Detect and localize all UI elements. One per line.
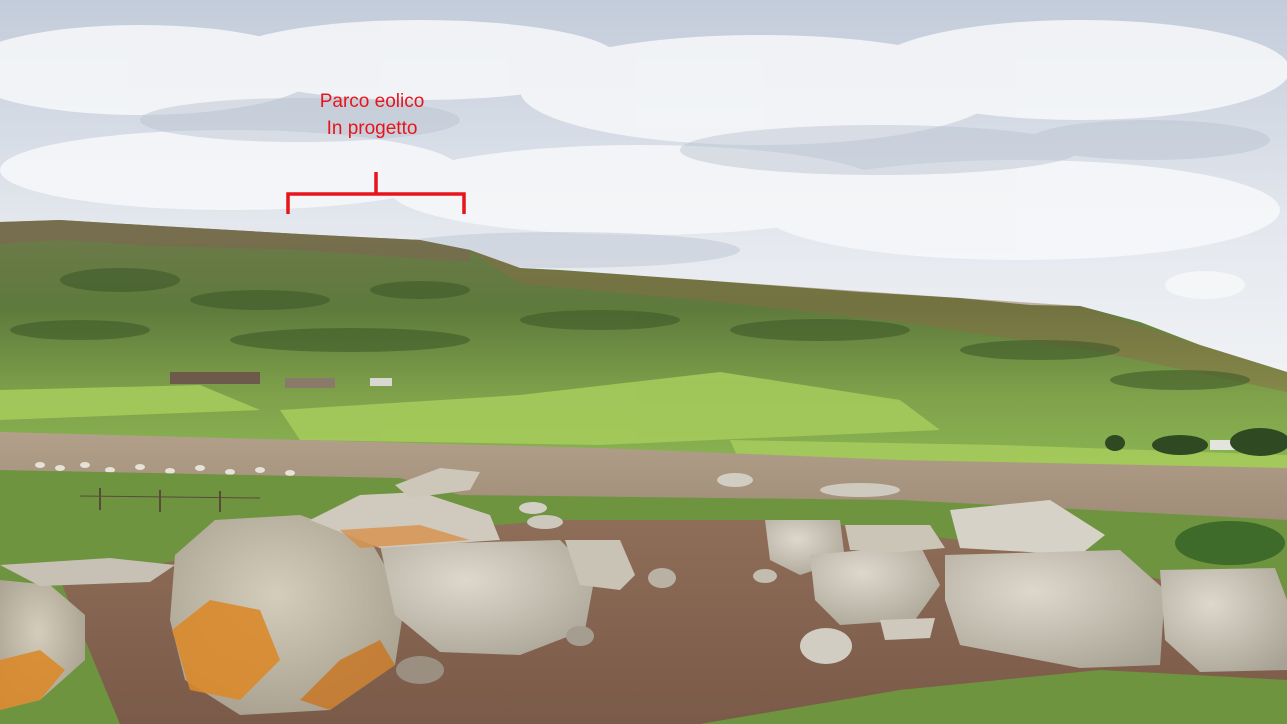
fence bbox=[79, 488, 261, 512]
annotation-bracket bbox=[286, 172, 466, 214]
cloud-shadows bbox=[140, 98, 1270, 268]
shrub-right bbox=[1175, 521, 1285, 565]
annotation-line-2: In progetto bbox=[326, 118, 418, 139]
farm-buildings bbox=[170, 372, 1240, 450]
stone-ruins bbox=[0, 468, 1287, 715]
clouds bbox=[0, 20, 1287, 299]
hill-shrubs bbox=[10, 268, 1250, 390]
sheep-flock bbox=[35, 462, 295, 476]
trees-distant bbox=[1105, 428, 1287, 456]
hill-reddish-scrub bbox=[470, 250, 1287, 392]
annotation-line-1: Parco eolico bbox=[319, 91, 425, 112]
annotation-label: Parco eolico In progetto bbox=[272, 88, 472, 142]
hill-ridge-rocks bbox=[0, 220, 470, 262]
